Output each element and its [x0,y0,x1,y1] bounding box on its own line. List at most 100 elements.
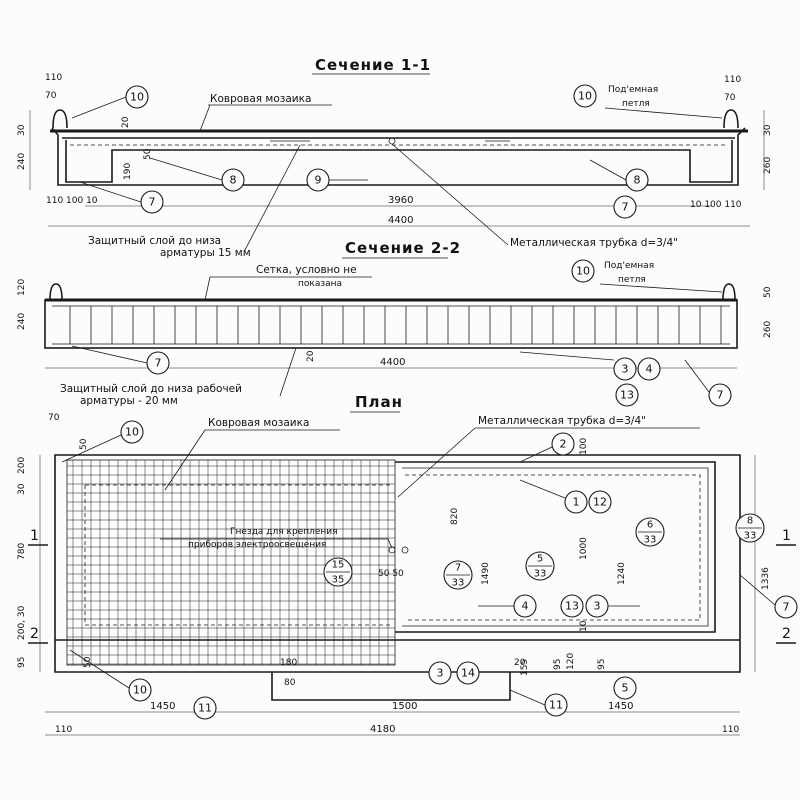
mesh-label-2: показана [298,279,342,289]
carpet-mosaic-label: Ковровая мозаика [210,93,311,105]
dim-180: 180 [280,658,297,668]
cover-label-2: арматуры - 20 мм [80,395,178,407]
svg-text:4: 4 [646,363,653,376]
rib-outline [44,299,738,349]
dim-70: 70 [45,91,57,101]
leader [589,159,627,181]
callout: 7 [708,383,732,407]
dim-95: 95 [17,657,27,668]
callout-fraction: 5 33 [525,551,555,581]
socket-marker [401,546,409,554]
dim-20: 20 [121,116,131,128]
callout: 8 [625,168,649,192]
leader [244,144,301,251]
dim-120: 120 [566,653,576,670]
section-2-2: Сечение 2-2 240 120 260 50 20 4400 Сетка… [17,239,773,407]
leader [71,345,148,364]
svg-text:35: 35 [332,575,345,586]
section-1-1: Сечение 1-1 240 30 110 70 190 50 20 260 … [17,56,773,259]
callout: 7 [146,351,170,375]
dim-240: 240 [17,153,27,170]
svg-text:7: 7 [455,563,461,574]
plan-bottom-recess [271,672,511,701]
dim-70: 70 [48,413,60,423]
svg-text:3: 3 [594,600,601,613]
svg-text:13: 13 [620,389,634,402]
cut-mark-2-right: 2 [782,626,791,642]
lifting-loop-label-2: петля [618,275,646,285]
lifting-loop-left [49,283,63,301]
leader [61,434,122,463]
callout-fraction: 7 33 [443,560,473,590]
mesh-label: Сетка, условно не [256,264,357,276]
svg-text:12: 12 [593,496,607,509]
svg-text:33: 33 [534,569,547,580]
callout: 11 [544,693,568,717]
svg-text:11: 11 [198,702,212,715]
svg-text:2: 2 [560,438,567,451]
rebar-frame [405,474,701,621]
inner-rib-frame [395,461,716,633]
dim-50-b: 50 [83,656,93,668]
dim-3960: 3960 [388,195,413,206]
lifting-loop-label: Под'емная [604,261,654,271]
cover-label: Защитный слой до низа рабочей [60,383,242,395]
dim-1240: 1240 [617,562,627,585]
callout: 3 [613,357,637,381]
section-2-2-title: Сечение 2-2 [345,239,461,257]
dim-1500: 1500 [392,701,417,712]
dim-1000: 1000 [579,537,589,560]
svg-text:10: 10 [578,90,592,103]
callout: 4 [513,594,537,618]
dim-1450-left: 1450 [150,701,175,712]
dim-780: 780 [17,543,27,560]
lifting-loop-label-2: петля [622,99,650,109]
dim-left-parts: 110 100 10 [46,196,98,206]
svg-text:10: 10 [133,684,147,697]
leader [397,427,476,498]
svg-text:7: 7 [622,201,629,214]
svg-text:1: 1 [573,496,580,509]
dim-110-right: 110 [724,75,741,85]
plan-view: План 780 200 30 200, 30 95 70 50 50 1 2 [17,393,798,736]
callout: 12 [588,490,612,514]
lifting-loop-label: Под'емная [608,85,658,95]
mosaic-mesh-area [66,459,396,666]
callout-fraction: 6 33 [635,517,665,547]
leader [71,96,127,119]
leader [604,107,723,119]
leader [79,181,142,203]
cut-mark-1-left: 1 [30,528,39,544]
callout: 5 [613,676,637,700]
dim-right-parts: 10 100 110 [690,200,742,210]
svg-text:14: 14 [461,667,475,680]
callout: 10 [571,259,595,283]
dim-30: 30 [17,483,27,495]
callout: 14 [456,661,480,685]
callout: 7 [140,190,164,214]
dim-190: 190 [123,163,133,180]
svg-text:7: 7 [717,389,724,402]
leader [519,479,566,499]
metal-tube-label: Металлическая трубка d=3/4" [478,415,646,427]
cut-mark-2-left: 2 [30,626,39,642]
section-1-1-title: Сечение 1-1 [315,56,431,74]
svg-text:10: 10 [130,91,144,104]
dim-50: 50 [143,148,153,160]
svg-text:15: 15 [332,560,345,571]
dim-200-30: 200, 30 [17,605,27,640]
svg-text:5: 5 [622,682,629,695]
svg-text:7: 7 [149,196,156,209]
callout: 7 [774,595,798,619]
leader [164,429,206,491]
dim-80: 80 [284,678,296,688]
callout-fraction: 8 33 [735,513,765,543]
svg-text:4: 4 [522,600,529,613]
inner-rib-frame-2 [402,467,709,627]
dim-110-left: 110 [55,725,72,735]
callout: 10 [125,85,149,109]
callout: 13 [615,383,639,407]
svg-text:3: 3 [437,667,444,680]
dim-70-right: 70 [724,93,736,103]
